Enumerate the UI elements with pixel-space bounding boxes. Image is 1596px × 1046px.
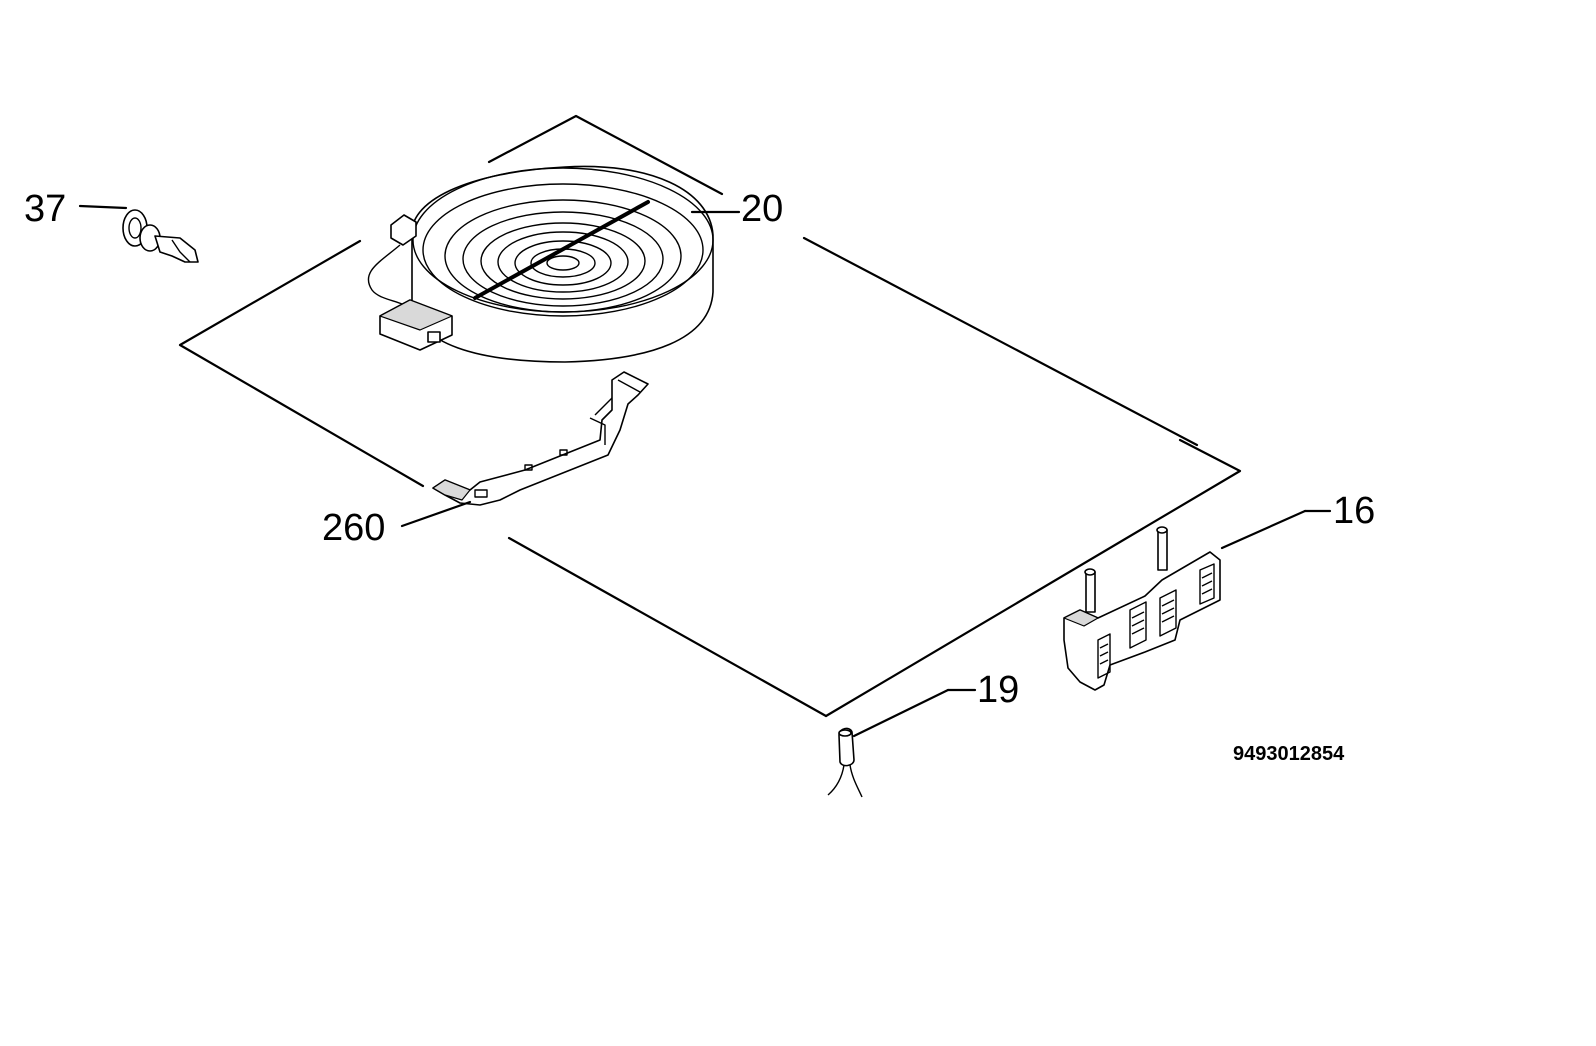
callout-37: 37 xyxy=(24,188,66,230)
radiant-heating-element xyxy=(367,165,714,363)
leader-37 xyxy=(78,204,128,210)
leader-16 xyxy=(1220,509,1307,550)
callout-16: 16 xyxy=(1333,490,1375,532)
temperature-sensor xyxy=(827,727,863,798)
callout-19: 19 xyxy=(977,669,1019,711)
callout-260: 260 xyxy=(322,507,385,549)
callout-20: 20 xyxy=(741,188,783,230)
leader-19 xyxy=(852,688,950,738)
support-bracket xyxy=(432,371,649,506)
cooktop-outline xyxy=(178,114,1242,718)
leader-lines xyxy=(78,204,1332,738)
indicator-lamp-holder xyxy=(122,209,199,263)
energy-regulator xyxy=(1063,526,1221,691)
leader-260 xyxy=(400,500,472,528)
drawing-number: 9493012854 xyxy=(1233,743,1345,765)
